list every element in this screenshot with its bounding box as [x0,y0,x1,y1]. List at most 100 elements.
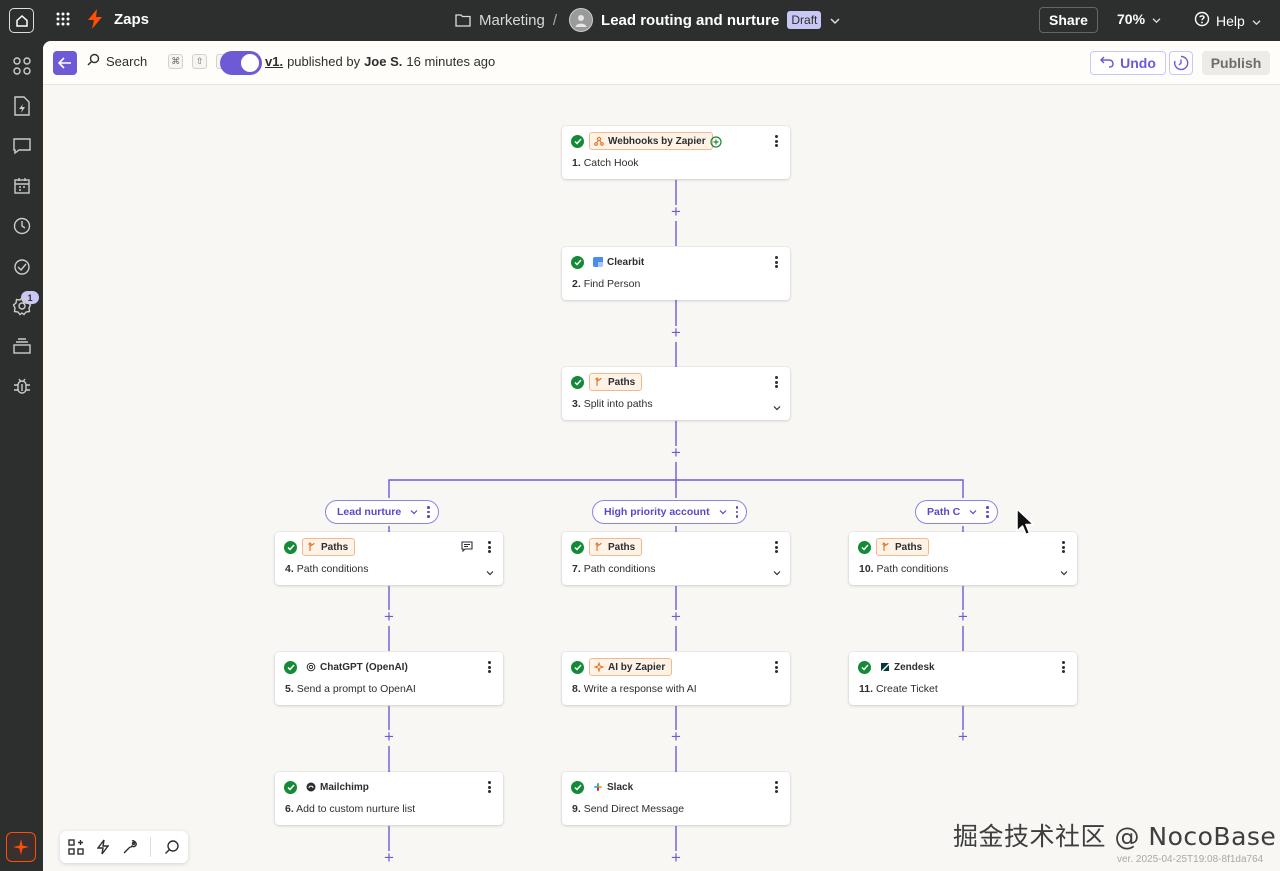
add-step-button[interactable]: + [384,727,394,746]
zap-on-toggle[interactable] [220,51,262,75]
chevron-down-icon[interactable] [772,563,782,581]
step-card-6[interactable]: Mailchimp 6. Add to custom nurture list [275,772,503,825]
back-button[interactable] [53,51,77,75]
app-tag[interactable]: Paths [589,538,643,556]
app-name: AI by Zapier [608,661,666,673]
app-tag[interactable]: Clearbit [589,253,650,271]
app-name[interactable]: Zaps [114,11,150,28]
app-tag[interactable]: AI by Zapier [589,658,673,676]
add-step-button[interactable]: + [671,848,681,867]
tools-icon[interactable] [120,836,141,858]
bug-icon[interactable] [11,375,33,397]
more-options-icon[interactable] [1058,659,1068,675]
search-button[interactable]: Search ⌘ ⇧ F [87,53,232,69]
undo-button[interactable]: Undo [1090,51,1166,75]
copilot-icon[interactable] [6,832,36,862]
toggle-knob [241,54,259,72]
step-card-7[interactable]: Paths 7. Path conditions [562,532,790,585]
app-tag[interactable]: Webhooks by Zapier [589,132,713,150]
chat-icon[interactable] [11,135,33,157]
breadcrumb-folder[interactable]: Marketing [479,11,545,29]
step-card-10[interactable]: Paths 10. Path conditions [849,532,1077,585]
more-options-icon[interactable] [771,254,781,270]
step-card-4[interactable]: Paths 4. Path conditions [275,532,503,585]
add-step-button[interactable]: + [958,727,968,746]
search-icon[interactable] [161,836,182,858]
step-card-8[interactable]: AI by Zapier 8. Write a response with AI [562,652,790,705]
app-tag[interactable]: Zendesk [876,658,941,676]
help-menu[interactable]: Help [1194,11,1262,30]
more-options-icon[interactable] [771,659,781,675]
step-title: 3. Split into paths [572,398,653,410]
search-label: Search [106,53,148,69]
app-tag[interactable]: Paths [302,538,356,556]
ai-sparkle-icon [594,662,604,672]
more-options-icon[interactable] [427,506,430,518]
more-options-icon[interactable] [771,539,781,555]
comment-icon[interactable] [461,540,473,558]
add-step-button[interactable]: + [671,727,681,746]
more-options-icon[interactable] [771,133,781,149]
add-step-button[interactable]: + [384,848,394,867]
more-options-icon[interactable] [484,779,494,795]
add-widgets-icon[interactable] [66,836,87,858]
chevron-down-icon[interactable] [772,398,782,416]
zap-title[interactable]: Lead routing and nurture [601,11,780,29]
step-card-2[interactable]: Clearbit 2. Find Person [562,247,790,300]
activity-icon[interactable] [11,255,33,277]
more-options-icon[interactable] [484,659,494,675]
chevron-down-icon[interactable] [1059,563,1069,581]
version-link[interactable]: v1. [265,54,284,69]
app-tag[interactable]: Paths [589,373,643,391]
step-card-11[interactable]: Zendesk 11. Create Ticket [849,652,1077,705]
app-tag[interactable]: Slack [589,778,639,796]
app-tag[interactable]: Mailchimp [302,778,375,796]
add-step-button[interactable]: + [671,443,681,462]
step-card-9[interactable]: Slack 9. Send Direct Message [562,772,790,825]
check-icon [858,541,871,554]
chevron-down-icon[interactable] [829,12,841,29]
add-step-button[interactable]: + [384,607,394,626]
path-branch-path-c[interactable]: Path C [915,500,998,524]
more-options-icon[interactable] [771,779,781,795]
more-options-icon[interactable] [986,506,989,518]
step-card-3[interactable]: Paths 3. Split into paths [562,367,790,420]
step-card-5[interactable]: ChatGPT (OpenAI) 5. Send a prompt to Ope… [275,652,503,705]
more-options-icon[interactable] [771,374,781,390]
published-by-user: Joe S. [364,54,403,69]
chevron-down-icon[interactable] [968,506,978,518]
check-icon [571,541,584,554]
add-step-button[interactable]: + [671,323,681,342]
path-branch-lead-nurture[interactable]: Lead nurture [325,500,439,524]
add-circle-icon[interactable] [710,135,722,153]
layers-icon[interactable] [11,335,33,357]
zoom-select[interactable]: 70% [1117,11,1162,27]
calendar-table-icon[interactable] [11,175,33,197]
more-options-icon[interactable] [735,506,739,518]
share-button[interactable]: Share [1039,7,1098,33]
avatar[interactable] [569,8,594,32]
chevron-down-icon[interactable] [409,506,419,518]
path-branch-high-priority[interactable]: High priority account [592,500,748,524]
chevron-down-icon[interactable] [718,506,728,518]
zap-editor-canvas[interactable]: Search ⌘ ⇧ F v1. published by Joe S. 16 … [43,41,1280,871]
zap-file-icon[interactable] [11,95,33,117]
settings-icon[interactable] [11,295,33,317]
apps-icon[interactable] [11,55,33,77]
history-icon[interactable] [11,215,33,237]
add-step-button[interactable]: + [671,607,681,626]
version-history-button[interactable] [1169,51,1193,75]
chevron-down-icon[interactable] [485,563,495,581]
app-tag[interactable]: Paths [876,538,930,556]
app-grid-icon[interactable] [55,11,71,32]
add-step-button[interactable]: + [671,202,681,221]
publish-button[interactable]: Publish [1202,51,1270,75]
add-step-button[interactable]: + [958,607,968,626]
bolt-icon[interactable] [93,836,114,858]
more-options-icon[interactable] [1058,539,1068,555]
step-card-1[interactable]: Webhooks by Zapier 1. Catch Hook [562,126,790,179]
home-icon[interactable] [9,8,34,33]
shortcut-key: ⇧ [192,53,208,69]
more-options-icon[interactable] [484,539,494,555]
app-tag[interactable]: ChatGPT (OpenAI) [302,658,414,676]
